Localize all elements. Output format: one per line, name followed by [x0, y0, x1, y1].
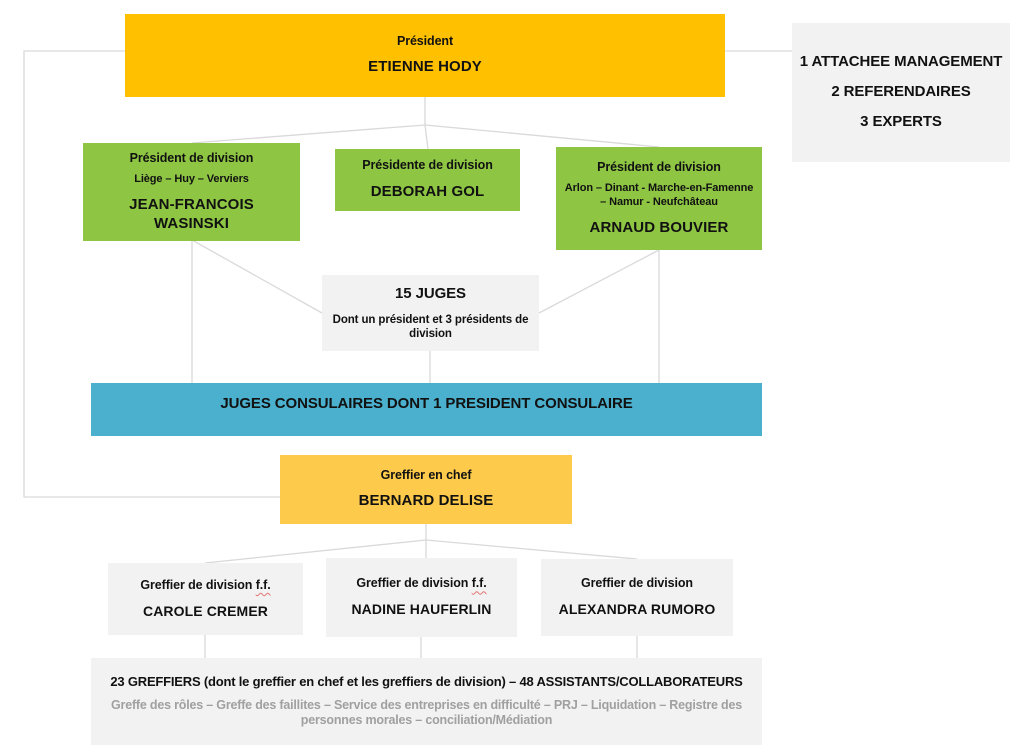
staff-line: 3 EXPERTS [860, 112, 942, 130]
division-president-role: Président de division [597, 159, 721, 174]
division-president-region: Arlon – Dinant - Marche-en-Famenne – Nam… [564, 182, 754, 208]
division-clerk-name: NADINE HAUFERLIN [351, 601, 492, 618]
division-clerk-name: CAROLE CREMER [143, 602, 268, 619]
consular-judges-bar: JUGES CONSULAIRES DONT 1 PRESIDENT CONSU… [91, 383, 762, 436]
chief-clerk-box: Greffier en chef BERNARD DELISE [280, 455, 572, 524]
judges-box: 15 JUGES Dont un président et 3 présiden… [322, 275, 539, 351]
division-president-liege-box: Président de division Liège – Huy – Verv… [83, 143, 300, 241]
clerks-pool-box: 23 GREFFIERS (dont le greffier en chef e… [91, 658, 762, 745]
president-role: Président [396, 33, 454, 48]
division-president-name: ARNAUD BOUVIER [589, 218, 729, 236]
division-clerk-box: Greffier de division ALEXANDRA RUMORO [541, 559, 733, 636]
president-box: Président ETIENNE HODY [125, 14, 725, 97]
division-president-name: DEBORAH GOL [370, 182, 485, 200]
division-president-region: Liège – Huy – Verviers [134, 173, 249, 186]
division-president-role: Présidente de division [362, 158, 493, 173]
division-clerk-role: Greffier de division f.f. [356, 576, 487, 591]
president-name: ETIENNE HODY [368, 58, 482, 76]
division-president-role: Président de division [129, 150, 254, 165]
ff-suffix: f.f. [255, 577, 271, 592]
division-president-middle-box: Présidente de division DEBORAH GOL [335, 149, 520, 211]
staff-line: 1 ATTACHEE MANAGEMENT [799, 53, 1003, 71]
division-president-name: JEAN-FRANCOIS WASINSKI [129, 195, 254, 232]
judges-subtitle: Dont un président et 3 présidents de div… [332, 313, 529, 340]
division-clerk-box: Greffier de division f.f. NADINE HAUFERL… [326, 558, 517, 637]
clerks-pool-services: Greffe des rôles – Greffe des faillites … [111, 697, 742, 728]
division-clerk-name: ALEXANDRA RUMORO [558, 601, 716, 618]
division-clerk-role: Greffier de division f.f. [140, 577, 271, 592]
consular-judges-label: JUGES CONSULAIRES DONT 1 PRESIDENT CONSU… [220, 395, 633, 413]
division-clerk-role: Greffier de division [581, 576, 693, 591]
staff-box: 1 ATTACHEE MANAGEMENT 2 REFERENDAIRES 3 … [792, 23, 1010, 162]
division-clerk-box: Greffier de division f.f. CAROLE CREMER [108, 563, 303, 635]
chief-clerk-name: BERNARD DELISE [358, 492, 494, 510]
chief-clerk-role: Greffier en chef [380, 467, 472, 482]
clerks-pool-headcount: 23 GREFFIERS (dont le greffier en chef e… [110, 674, 743, 690]
judges-title: 15 JUGES [395, 284, 466, 302]
division-president-arlon-box: Président de division Arlon – Dinant - M… [556, 147, 762, 250]
ff-suffix: f.f. [471, 576, 487, 591]
staff-line: 2 REFERENDAIRES [831, 83, 971, 101]
